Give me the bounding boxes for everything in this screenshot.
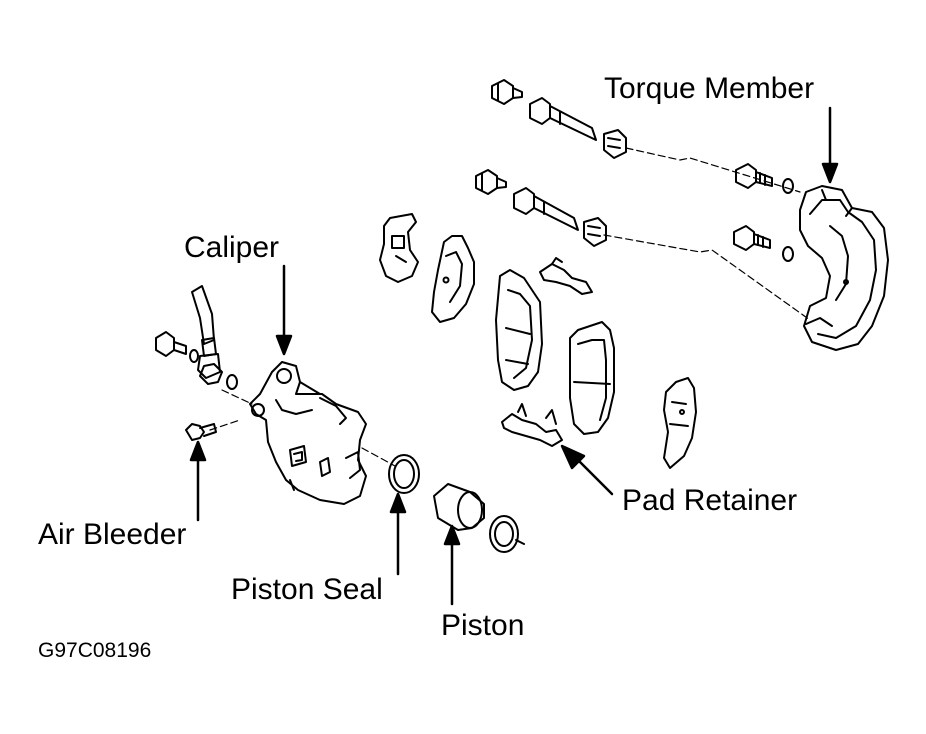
leader-arrows [189,106,839,606]
pad-shim-middle [431,235,475,323]
anti-rattle-clip-upper [539,257,593,295]
arrow-caliper [275,264,293,356]
arrow-torque-member [821,106,839,184]
lower-slide-pin-bolt [475,169,507,195]
arrow-piston-seal [389,492,407,576]
torque-member [799,185,889,351]
union-bolt [155,331,199,363]
hose-fitting [199,363,238,390]
outer-brake-pad [569,321,615,435]
dust-boot [489,515,525,553]
figure-code: G97C08196 [38,639,152,662]
label-piston-seal: Piston Seal [231,573,383,606]
brake-hose [191,285,221,379]
label-caliper: Caliper [184,231,280,264]
label-air-bleeder: Air Bleeder [38,518,187,551]
outer-pad-shim [663,377,697,469]
assembly-guide-lines [209,147,811,467]
upper-pin-boot [603,129,627,159]
upper-slide-pin-bolt [491,79,523,105]
lower-slide-pin [513,187,579,231]
arrow-pad-retainer [560,444,614,496]
torque-member-bolt-lower [733,225,794,262]
label-torque-member: Torque Member [604,72,815,105]
torque-member-bolt-upper [735,163,794,194]
pad-shim-left [379,213,419,283]
inner-brake-pad [495,269,543,391]
caliper [249,361,367,505]
pad-retainer [501,403,563,447]
piston [433,483,485,531]
label-piston: Piston [441,609,525,642]
piston-seal [388,454,420,494]
label-pad-retainer: Pad Retainer [622,484,798,517]
upper-slide-pin [529,97,597,141]
lower-pin-boot [583,217,607,247]
arrow-air-bleeder [189,440,207,522]
arrow-piston [443,524,461,606]
air-bleeder [185,423,217,441]
